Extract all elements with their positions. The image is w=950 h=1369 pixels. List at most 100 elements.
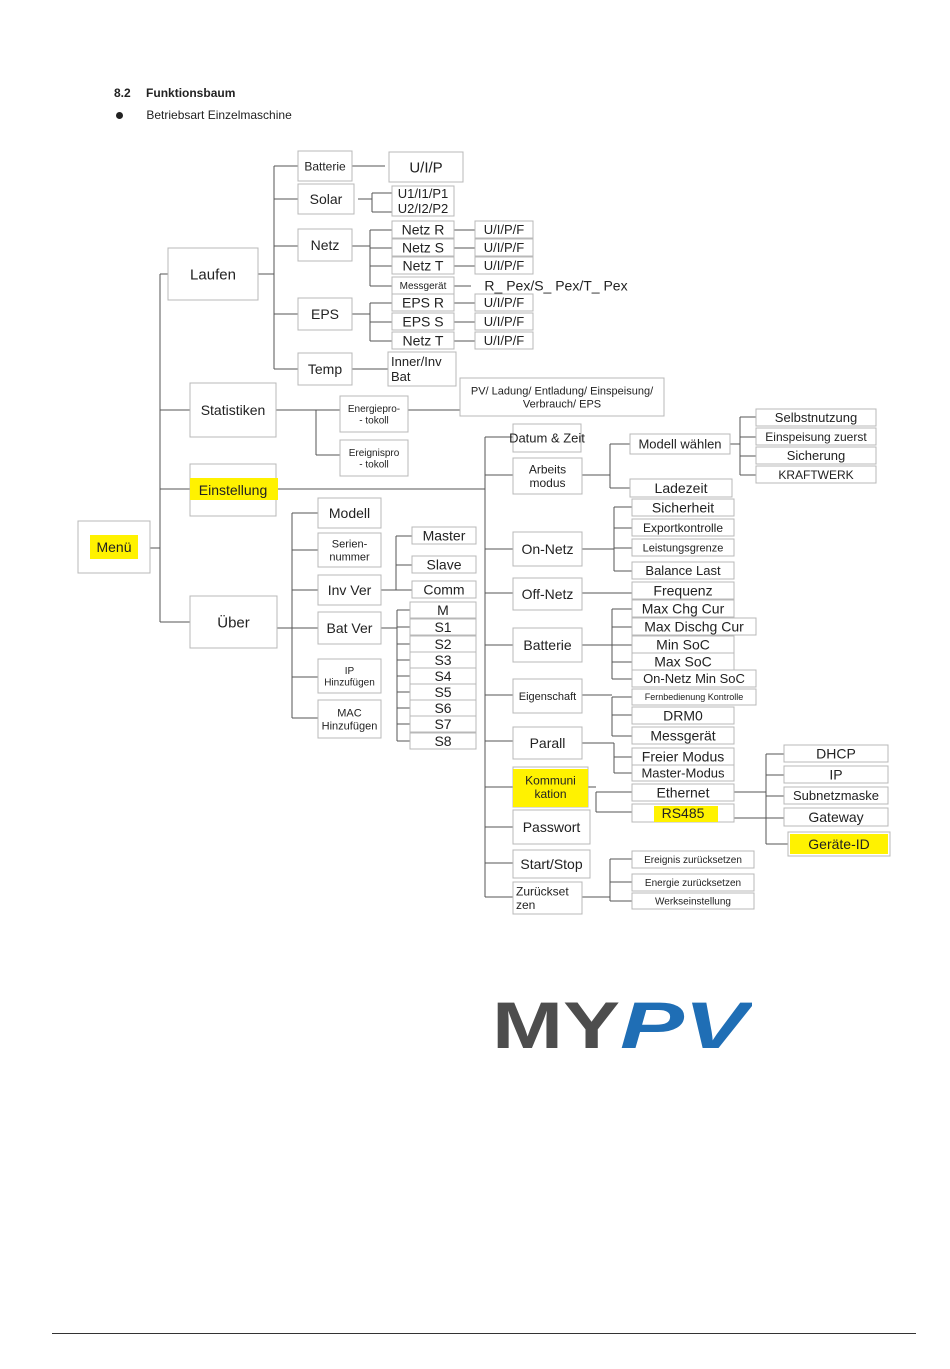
node-box [631,498,735,517]
node-box [512,531,583,567]
node-box [512,809,591,845]
node-label: Netz T [403,258,444,274]
section-number: 8.2 [114,86,131,100]
node-box [631,599,735,618]
node-leistungsgrenze: Leistungsgrenze [631,538,735,557]
node-box [631,764,735,782]
node-label: Max Dischg Cur [644,619,744,635]
node-label: Master [423,528,466,544]
node-box [409,715,477,733]
node-uipf-s: U/I/P/F [474,238,534,257]
node-label: Menü [96,539,131,555]
node-label: Subnetzmaske [793,788,879,803]
node-box [459,377,665,417]
node-bat-module: S4 [409,667,477,685]
bullet-item: Betriebsart Einzelmaschine [114,108,292,122]
node-bat-module: S2 [409,635,477,653]
node-box [783,807,889,827]
node-batterie: Batterie [297,150,353,182]
node-label: Hinzufügen [322,720,378,732]
node-label: Min SoC [656,637,710,653]
node-box [512,881,583,915]
node-on-netz-min-soc: On-Netz Min SoC [631,669,757,688]
node-temp: Temp [297,352,353,386]
node-ueber: Über [189,595,278,649]
node-bat-module: S6 [409,699,477,717]
node-box [512,577,583,611]
node-box [474,256,534,275]
node-uipf-eps-t: U/I/P/F [474,331,534,350]
node-box [339,439,409,477]
node-frequenz: Frequenz [631,581,735,600]
node-label: Fernbedienung Kontrolle [645,692,744,702]
node-exportkontrolle: Exportkontrolle [631,518,735,537]
node-label: Ereignispro [349,448,400,459]
logo-text-pv: PV [620,995,752,1051]
node-label: EPS R [402,295,444,311]
node-box [317,574,382,606]
node-label: Serien- [332,539,368,551]
node-label: S7 [434,716,451,732]
node-box [474,293,534,312]
node-modes.2: Sicherung [755,446,877,465]
node-max-soc: Max SoC [631,652,735,671]
node-label: zen [516,898,535,912]
node-label: - tokoll [359,415,388,426]
node-box [387,351,457,387]
node-ethernet: Ethernet [631,783,735,802]
node-label: nummer [329,551,370,563]
node-eps: EPS [297,297,353,331]
node-box [391,293,455,312]
node-comm: Comm [411,580,477,599]
node-box [391,238,455,257]
node-label: Kommuni [525,773,576,787]
node-label: modus [529,476,565,490]
node-box [339,395,409,433]
node-box [631,706,735,725]
node-ereignisprotokoll-1: Ereignispro- tokoll [339,439,409,477]
node-off-netz: Off-Netz [512,577,583,611]
node-label: Inv Ver [328,582,372,598]
highlight-mark [190,478,278,500]
node-box [631,669,757,688]
node-label: Passwort [523,819,581,835]
node-label: Sicherung [787,448,846,463]
node-box [411,555,477,574]
node-box [474,238,534,257]
node-laufen: Laufen [167,247,259,301]
node-eps-s: EPS S [391,312,455,331]
node-box [317,611,382,645]
node-label: U1/I1/P1 [398,186,449,201]
node-label: R_ Pex/S_ Pex/T_ Pex [484,278,627,294]
node-box [629,433,731,455]
node-fernbedienung: Fernbedienung Kontrolle [631,688,757,706]
node-label: S4 [434,668,451,684]
node-label: Ethernet [657,785,710,801]
node-box [631,581,735,600]
node-messgeraet: Messgerät [631,726,735,745]
highlight-mark [90,535,138,559]
node-label: U/I/P/F [484,240,525,255]
node-box [631,538,735,557]
node-label: Eigenschaft [519,691,576,703]
node-modell-waehlen: Modell wählen [629,433,731,455]
node-box [317,532,382,568]
node-datum-zeit: Datum & Zeit [509,423,585,453]
node-label: Zurückset [516,884,569,898]
node-bat-module: M [409,601,477,619]
node-label: Messgerät [400,281,447,292]
node-label: S8 [434,733,451,749]
node-label: U2/I2/P2 [398,201,449,216]
logo-text-my: MY [492,995,620,1051]
node-box [783,786,889,805]
node-box [388,151,464,183]
node-geraete-id: Geräte-ID [787,831,891,857]
mypv-logo: MY PV [492,995,752,1051]
node-eigenschaft: Eigenschaft [512,678,583,714]
node-label: Geräte-ID [808,836,869,852]
node-drm0: DRM0 [631,706,735,725]
node-uipf-eps-r: U/I/P/F [474,293,534,312]
